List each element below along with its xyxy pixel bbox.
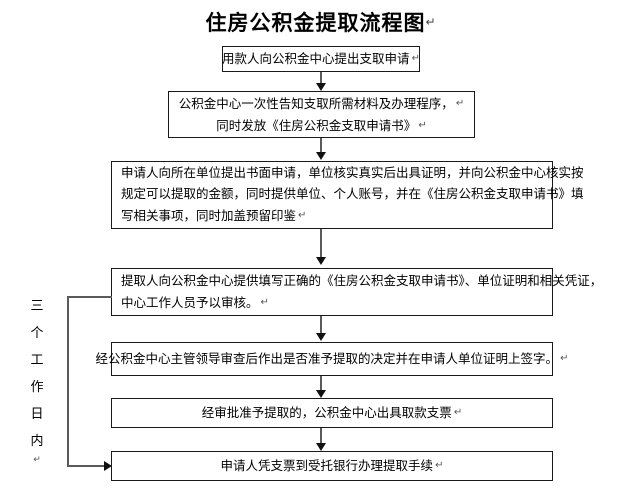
paragraph-mark-icon: ↵ (260, 296, 269, 308)
paragraph-mark-icon: ↵ (560, 353, 569, 364)
paragraph-mark-icon: ↵ (453, 407, 463, 418)
flow-node-2-text-1: 公积金中心一次性告知支取所需材料及办理程序， (178, 96, 454, 111)
side-label-three-working-days: 三 个 工 作 日 内 ↵ (26, 292, 48, 464)
connector-bracket-vertical (67, 296, 69, 467)
flow-node-3-line-3: 写相关事项，同时加盖预留印鉴↵ (112, 205, 315, 227)
paragraph-mark-icon: ↵ (411, 53, 420, 64)
flow-node-4-line-1: 提取人向公积金中心提供填写正确的《住房公积金支取申请书》、单位证明和相关凭证， (112, 271, 611, 292)
flow-node-4-line-2: 中心工作人员予以审核。↵ (112, 292, 278, 314)
flow-node-7-line-1: 申请人凭支票到受托银行办理提取手续↵ (215, 455, 450, 477)
flow-node-5[interactable]: 经公积金中心主管领导审查后作出是否准予提取的决定并在申请人单位证明上签字。↵ (96, 342, 568, 376)
flow-node-2-line-2: 同时发放《住房公积金支取申请书》↵ (210, 115, 432, 137)
flow-node-3[interactable]: 申请人向所在单位提出书面申请，单位核实真实后出具证明，并向公积金中心核实按 规定… (111, 161, 584, 229)
flow-node-7[interactable]: 申请人凭支票到受托银行办理提取手续↵ (111, 451, 553, 481)
arrow-down-icon-node2 (316, 83, 326, 91)
flow-node-4[interactable]: 提取人向公积金中心提供填写正确的《住房公积金支取申请书》、单位证明和相关凭证， … (111, 268, 602, 316)
paragraph-mark-icon: ↵ (435, 460, 444, 471)
flow-node-3-text-1: 申请人向所在单位提出书面申请，单位核实真实后出具证明，并向公积金中心核实按 (121, 166, 584, 180)
flow-node-5-text-1: 经公积金中心主管领导审查后作出是否准予提取的决定并在申请人单位证明上签字。 (95, 352, 559, 366)
flow-node-6-text-1: 经审批准予提取的，公积金中心出具取款支票 (201, 406, 452, 420)
connector-node4-node5 (320, 316, 322, 334)
arrow-down-icon-node6 (316, 390, 326, 398)
flow-node-2[interactable]: 公积金中心一次性告知支取所需材料及办理程序，↵ 同时发放《住房公积金支取申请书》… (168, 91, 475, 138)
paragraph-mark-icon: ↵ (455, 97, 465, 109)
paragraph-mark-icon: ↵ (298, 210, 307, 221)
arrow-down-icon-node7 (316, 443, 326, 451)
flow-node-7-text-1: 申请人凭支票到受托银行办理提取手续 (220, 459, 434, 473)
connector-node5-node6 (320, 376, 322, 392)
paragraph-mark-icon: ↵ (33, 454, 41, 464)
arrow-down-icon-node3 (316, 152, 326, 160)
flow-node-4-text-2: 中心工作人员予以审核。 (121, 295, 259, 310)
arrow-down-icon-node4 (316, 257, 326, 265)
side-label-char-4: 日 (30, 406, 44, 421)
connector-node6-node7 (320, 428, 322, 444)
paragraph-mark-icon: ↵ (418, 119, 427, 131)
connector-node2-node3 (320, 138, 322, 153)
arrow-right-icon-node7 (104, 461, 112, 471)
connector-node3-node4 (320, 229, 322, 258)
side-label-char-0: 三 (30, 298, 44, 313)
side-label-char-2: 工 (30, 352, 44, 367)
flow-node-1-text-1: 用款人向公积金中心提出支取申请 (222, 52, 410, 66)
flow-node-3-line-2: 规定可以提取的金额，同时提供单位、个人账号，并在《住房公积金支取申请书》填 (112, 184, 593, 205)
flow-node-2-line-1: 公积金中心一次性告知支取所需材料及办理程序，↵ (173, 93, 470, 115)
arrow-down-icon-node5 (316, 333, 326, 341)
flow-node-2-text-2: 同时发放《住房公积金支取申请书》 (216, 118, 417, 133)
side-label-char-3: 作 (30, 379, 44, 394)
flow-node-3-text-3: 写相关事项，同时加盖预留印鉴 (121, 209, 297, 223)
side-label-char-1: 个 (30, 325, 44, 340)
connector-bracket-top (67, 296, 112, 298)
flow-node-3-text-2: 规定可以提取的金额，同时提供单位、个人账号，并在《住房公积金支取申请书》填 (121, 187, 584, 201)
connector-node1-node2 (320, 72, 322, 86)
flow-node-4-text-1: 提取人向公积金中心提供填写正确的《住房公积金支取申请书》、单位证明和相关凭证， (121, 273, 603, 288)
page-title-text: 住房公积金提取流程图 (205, 12, 426, 35)
page-title: 住房公积金提取流程图↵ (0, 8, 641, 38)
flow-node-6[interactable]: 经审批准予提取的，公积金中心出具取款支票↵ (111, 398, 553, 428)
flow-node-1[interactable]: 用款人向公积金中心提出支取申请↵ (222, 46, 420, 72)
paragraph-mark-icon: ↵ (425, 15, 436, 29)
flow-node-3-line-1: 申请人向所在单位提出书面申请，单位核实真实后出具证明，并向公积金中心核实按 (112, 163, 593, 184)
side-label-char-5: 内 (30, 433, 44, 448)
flow-node-1-line-1: 用款人向公积金中心提出支取申请↵ (216, 48, 426, 70)
flow-node-6-line-1: 经审批准予提取的，公积金中心出具取款支票↵ (196, 402, 468, 424)
flow-node-5-line-1: 经公积金中心主管领导审查后作出是否准予提取的决定并在申请人单位证明上签字。↵ (90, 348, 575, 370)
connector-bracket-bottom (67, 465, 107, 467)
